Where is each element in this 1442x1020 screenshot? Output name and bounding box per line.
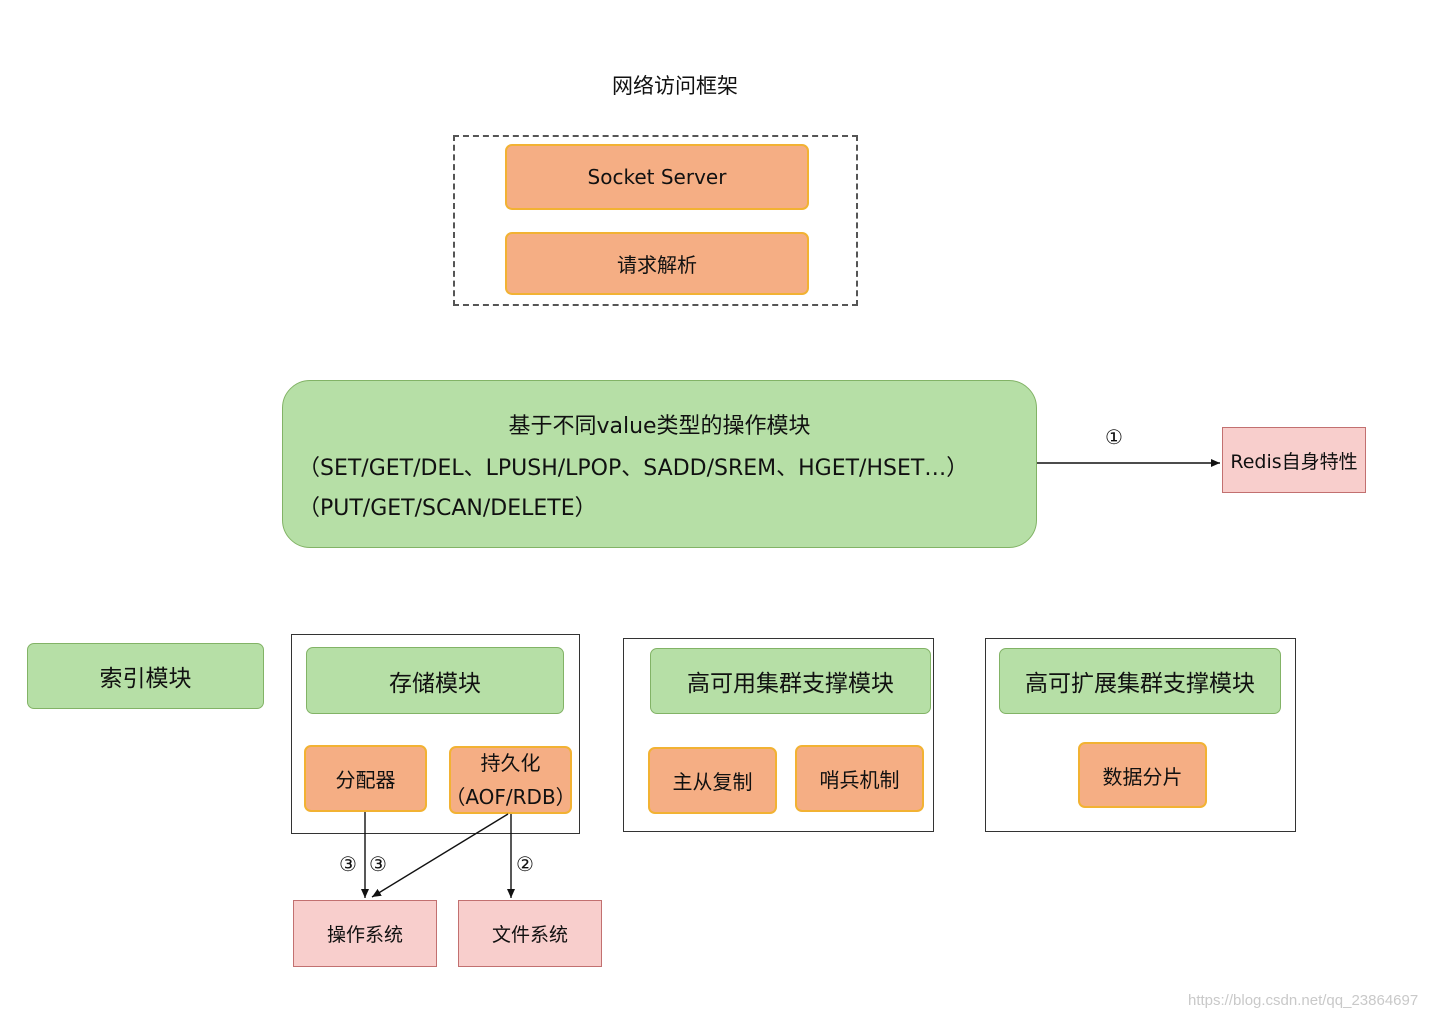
persistence-box: 持久化 （AOF/RDB） (445, 746, 576, 814)
marker-2: ② (516, 852, 534, 876)
operations-commands-line: （SET/GET/DEL、LPUSH/LPOP、SADD/SREM、HGET/H… (298, 456, 969, 481)
storage-module-box: 存储模块 (306, 647, 564, 714)
sharding-box: 数据分片 (1078, 742, 1207, 808)
master-slave-box: 主从复制 (648, 747, 777, 814)
persistence-label: 持久化 (480, 751, 541, 775)
socket-server-box: Socket Server (505, 144, 809, 210)
marker-1: ① (1105, 425, 1123, 449)
file-system-box: 文件系统 (458, 900, 602, 967)
high-scalability-module-box: 高可扩展集群支撑模块 (999, 648, 1281, 714)
high-availability-module-box: 高可用集群支撑模块 (650, 648, 931, 714)
sentinel-box: 哨兵机制 (795, 745, 924, 812)
redis-features-box: Redis自身特性 (1222, 427, 1366, 493)
network-framework-title: 网络访问框架 (612, 74, 738, 98)
watermark: https://blog.csdn.net/qq_23864697 (1188, 992, 1419, 1009)
network-framework-group (453, 135, 858, 306)
operating-system-box: 操作系统 (293, 900, 437, 967)
operations-module-box (282, 380, 1037, 548)
allocator-box: 分配器 (304, 745, 427, 812)
index-module-box: 索引模块 (27, 643, 264, 709)
persistence-types-label: （AOF/RDB） (445, 785, 576, 809)
marker-3-a: ③ (339, 852, 357, 876)
request-parse-box: 请求解析 (505, 232, 809, 295)
arrow-persistence-to-os (371, 813, 509, 898)
operations-kv-commands-line: （PUT/GET/SCAN/DELETE） (298, 496, 597, 521)
operations-module-title: 基于不同value类型的操作模块 (508, 414, 811, 439)
marker-3-b: ③ (369, 852, 387, 876)
